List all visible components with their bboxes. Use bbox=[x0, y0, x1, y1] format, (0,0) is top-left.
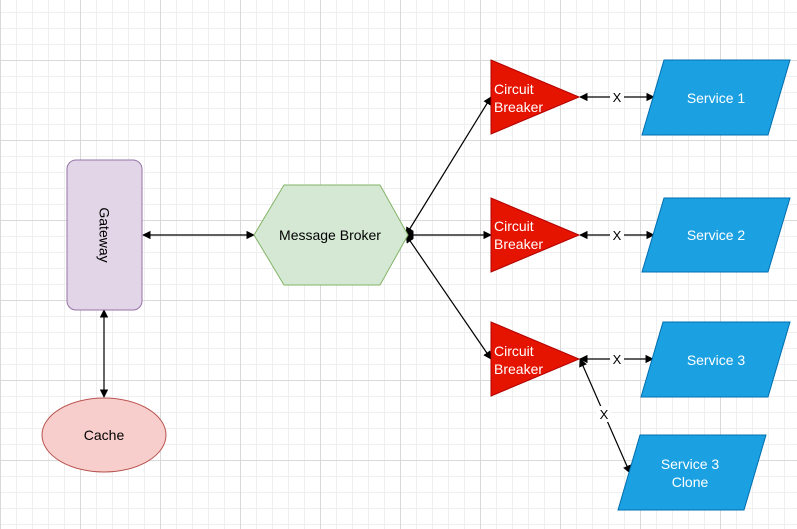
circuit-breaker-3-label-line1: Circuit bbox=[494, 343, 534, 359]
cache-shape[interactable] bbox=[41, 397, 167, 473]
message-broker-label: Message Broker bbox=[279, 227, 381, 243]
service-2-label: Service 2 bbox=[687, 227, 746, 243]
service-3-shape[interactable] bbox=[640, 321, 791, 398]
circuit-breaker-1-node[interactable]: Circuit Breaker bbox=[490, 59, 581, 135]
service-3-clone-node[interactable]: Service 3 Clone bbox=[617, 434, 767, 511]
gateway-node[interactable]: Gateway bbox=[66, 159, 143, 311]
service-3-clone-shape[interactable] bbox=[617, 434, 767, 511]
service-3-node[interactable]: Service 3 bbox=[640, 321, 791, 398]
circuit-breaker-1-shape[interactable] bbox=[490, 59, 581, 135]
circuit-breaker-1-label-line1: Circuit bbox=[494, 81, 534, 97]
circuit-breaker-1-label-line2: Breaker bbox=[494, 99, 543, 115]
service-3-label: Service 3 bbox=[687, 352, 746, 368]
service-2-node[interactable]: Service 2 bbox=[641, 197, 791, 273]
cache-label: Cache bbox=[84, 427, 125, 443]
circuit-breaker-2-node[interactable]: Circuit Breaker bbox=[490, 197, 581, 273]
circuit-breaker-3-shape[interactable] bbox=[490, 321, 581, 397]
circuit-breaker-3-label-line2: Breaker bbox=[494, 361, 543, 377]
edge-labels: X X X X bbox=[597, 89, 624, 422]
edge-label-cb1-service1: X bbox=[613, 90, 622, 105]
edge-label-cb3-service3: X bbox=[613, 352, 622, 367]
service-1-label: Service 1 bbox=[687, 90, 746, 106]
edge-label-cb2-service2: X bbox=[613, 228, 622, 243]
message-broker-node[interactable]: Message Broker bbox=[253, 184, 409, 286]
edge-label-cb3-clone: X bbox=[600, 407, 609, 422]
service-1-node[interactable]: Service 1 bbox=[641, 59, 791, 136]
message-broker-shape[interactable] bbox=[253, 184, 409, 286]
edge-broker-cb1[interactable] bbox=[405, 96, 492, 236]
service-3-clone-label-line2: Clone bbox=[672, 474, 709, 490]
service-3-clone-label-line1: Service 3 bbox=[661, 456, 720, 472]
circuit-breaker-3-node[interactable]: Circuit Breaker bbox=[490, 321, 581, 397]
edge-broker-cb3[interactable] bbox=[405, 234, 492, 360]
cache-node[interactable]: Cache bbox=[41, 397, 167, 473]
circuit-breaker-2-label-line2: Breaker bbox=[494, 236, 543, 252]
service-1-shape[interactable] bbox=[641, 59, 791, 136]
gateway-label: Gateway bbox=[97, 207, 113, 262]
service-2-shape[interactable] bbox=[641, 197, 791, 273]
circuit-breaker-2-shape[interactable] bbox=[490, 197, 581, 273]
gateway-shape[interactable] bbox=[66, 159, 143, 311]
circuit-breaker-2-label-line1: Circuit bbox=[494, 218, 534, 234]
